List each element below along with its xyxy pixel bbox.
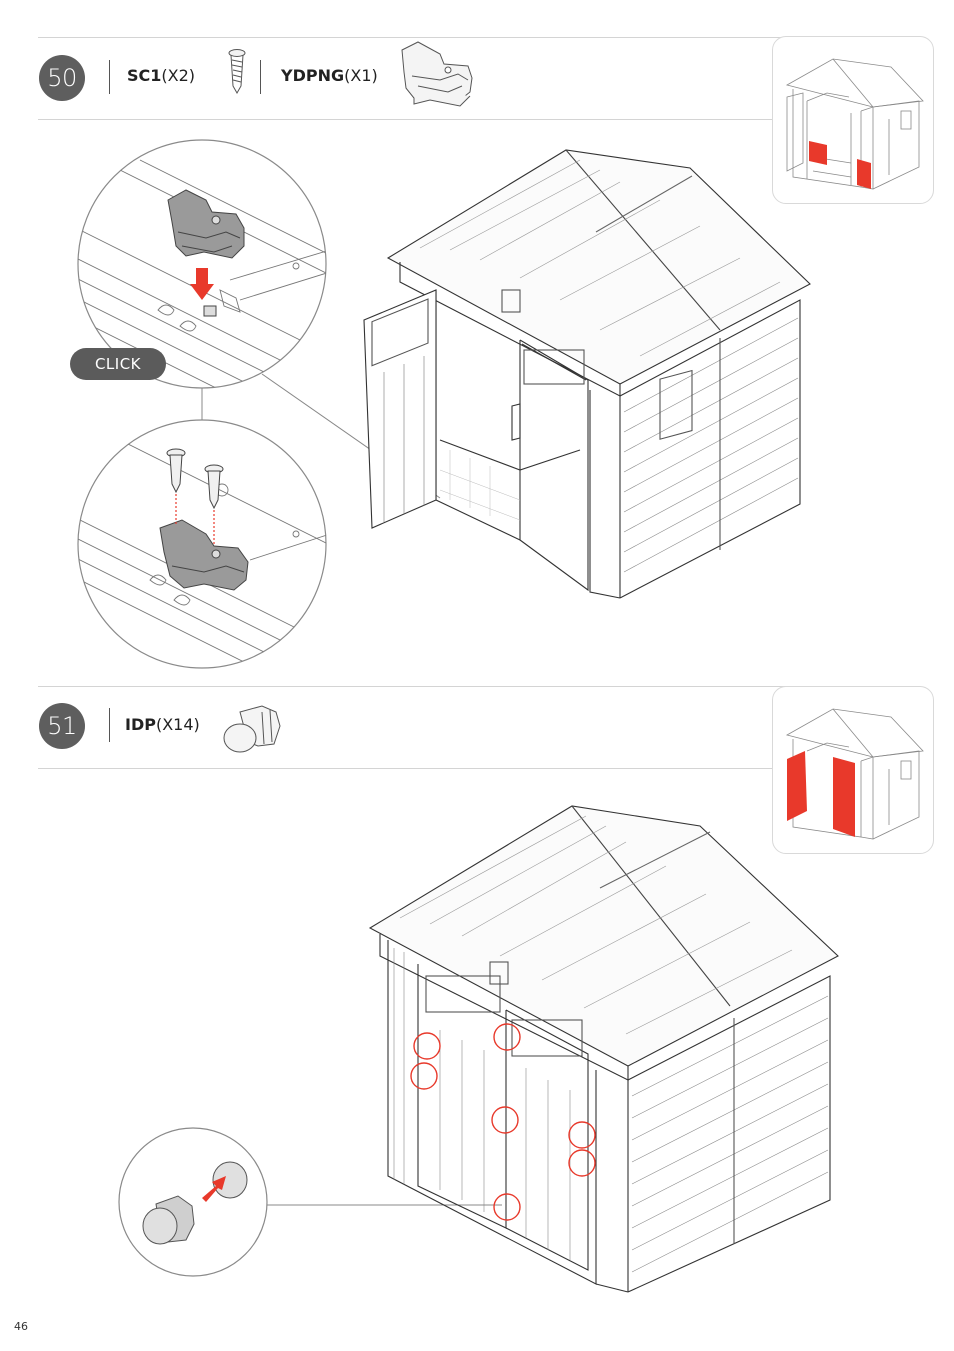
idp-location-7 xyxy=(494,1194,520,1220)
zoom-detail-plug xyxy=(119,1128,267,1276)
idp-location-3 xyxy=(494,1024,520,1050)
idp-location-4 xyxy=(492,1107,518,1133)
idp-location-2 xyxy=(411,1063,437,1089)
plug-cap-icon xyxy=(224,706,280,752)
page-number: 46 xyxy=(14,1320,28,1333)
idp-locations xyxy=(411,1024,595,1220)
idp-location-6 xyxy=(569,1150,595,1176)
idp-location-5 xyxy=(569,1122,595,1148)
